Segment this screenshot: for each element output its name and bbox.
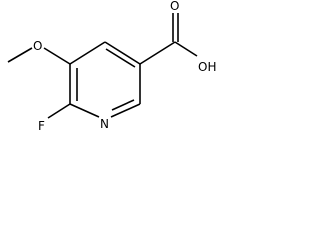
- double-bond-c5-n: [111, 99, 135, 111]
- methoxy-group: [7, 47, 71, 65]
- pyridine-ring: [69, 41, 141, 118]
- bond-ring-methoxy-o: [43, 47, 71, 65]
- bond-carboxyl-oh: [174, 41, 198, 57]
- chemical-structure: O OH O F N: [7, 0, 216, 133]
- atom-label-ring-nitrogen: N: [100, 117, 109, 131]
- bond-ring-fluorine: [47, 103, 71, 119]
- bond-c5-n: [110, 103, 141, 118]
- carboxylic-acid-group: [139, 13, 198, 65]
- atom-label-hydroxyl: OH: [198, 60, 216, 74]
- double-bond-c3-c4: [105, 48, 136, 68]
- atom-label-carbonyl-oxygen: O: [170, 0, 179, 13]
- bond-n-c6: [69, 103, 100, 118]
- bond-ring-carboxyl: [139, 41, 176, 65]
- atom-label-methoxy-oxygen: O: [33, 39, 42, 53]
- bond-c3-c4: [104, 41, 141, 65]
- bond-c1-c3: [69, 41, 106, 65]
- atom-label-fluorine: F: [38, 119, 45, 133]
- bond-methoxy-o-ch3: [7, 47, 33, 63]
